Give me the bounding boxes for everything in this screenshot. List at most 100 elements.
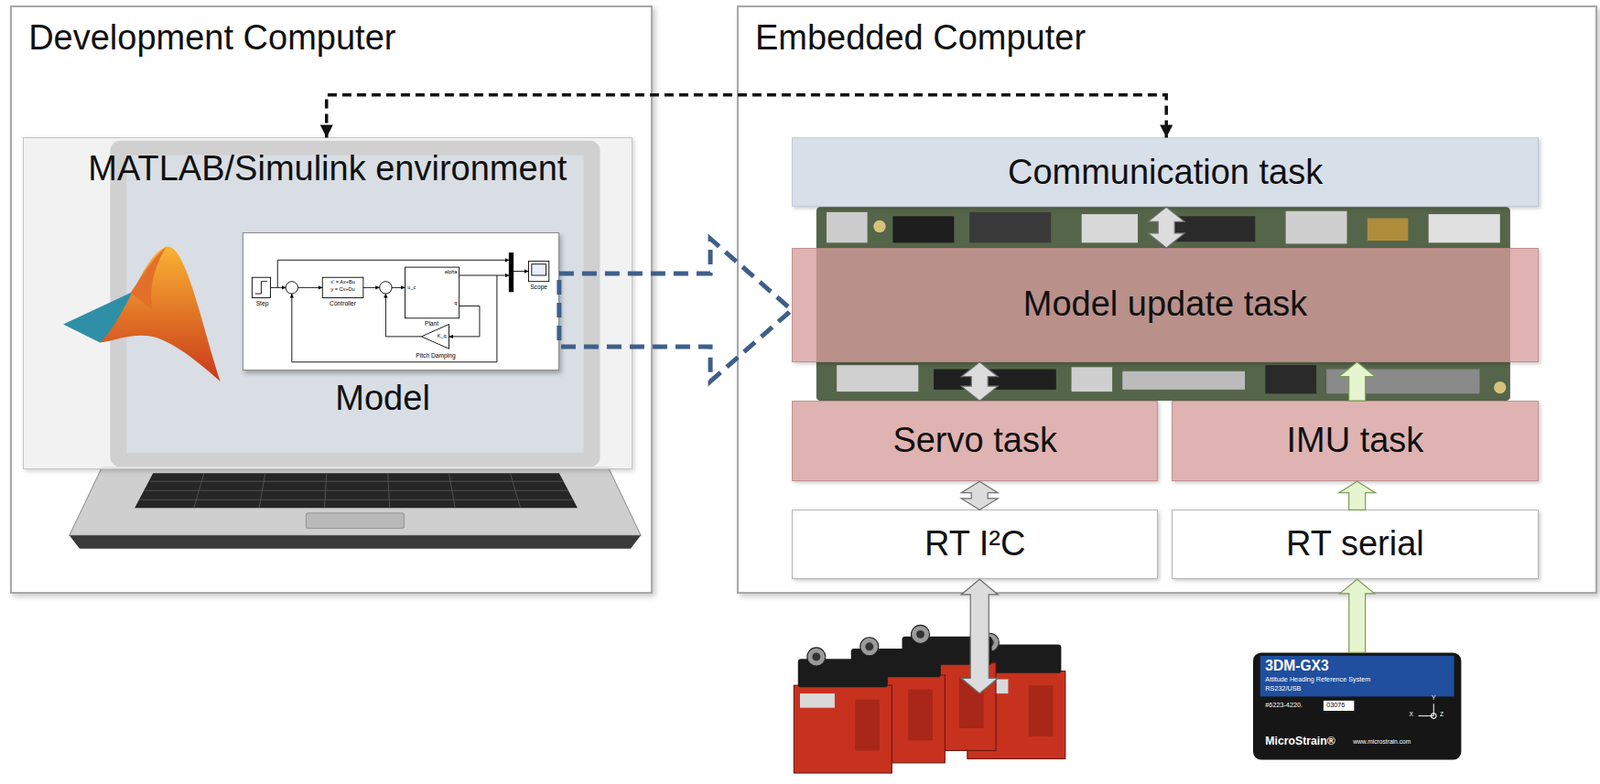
servo-motors-part-part — [854, 700, 880, 752]
servo-motors-part-part — [901, 637, 992, 666]
servo-motors-part-part — [853, 683, 888, 699]
servo-motors-part-part — [959, 677, 984, 729]
label-holder: Pitch Damping — [415, 352, 455, 360]
keyboard-keys-part — [509, 473, 520, 509]
servo-motors-part-part — [916, 630, 925, 639]
label-holder: #6223-4220. — [1264, 702, 1303, 710]
keyboard-keys-part — [140, 499, 574, 501]
servo-motors-part-part — [904, 671, 940, 687]
label-holder: RS232/USB — [1264, 685, 1301, 693]
servo-motors-part — [897, 625, 996, 751]
model-box: Model — [242, 232, 560, 370]
servo-motors-part — [846, 637, 945, 764]
pcb-components-part — [892, 216, 954, 243]
servo-motors-part-part — [971, 645, 1061, 674]
servo-motors-part-part — [973, 679, 1009, 694]
simulink-diagram-part — [255, 281, 268, 294]
servo-motors-part-part — [807, 648, 826, 667]
simulink-diagram-part — [405, 267, 460, 319]
simulink-diagram-part — [379, 281, 392, 294]
gain-symbol: K_q — [437, 333, 447, 339]
port-name: q — [454, 300, 457, 306]
imu-device-part — [1260, 656, 1455, 698]
keyboard-keys-part — [388, 473, 390, 509]
keyboard-keys-part — [259, 473, 266, 509]
axis-label: Z — [1439, 711, 1444, 719]
label-holder: 03076 — [1326, 702, 1345, 710]
simulink-diagram-part — [291, 275, 498, 363]
block-label: Step — [256, 300, 270, 308]
block-label: Controller — [329, 300, 357, 308]
imu-device — [1253, 652, 1461, 760]
bus-arrow — [961, 579, 998, 694]
simulink-diagram-part — [285, 281, 298, 294]
matlab-logo — [63, 247, 221, 382]
pcb-components-part — [873, 220, 886, 233]
keyboard-keys-part — [150, 481, 563, 483]
simulink-diagram-part — [459, 274, 510, 276]
simulink-diagram — [251, 252, 549, 362]
laptop-lip — [69, 535, 641, 549]
axis-label: Y — [1431, 694, 1436, 703]
label-holder: X — [1409, 711, 1414, 719]
foreground-illustration-part — [63, 247, 1461, 774]
dashed-connector — [326, 95, 1167, 139]
driver-box: RT I²C — [791, 509, 1158, 580]
driver-box: RT serial — [1171, 509, 1539, 580]
block-equation: x' = Ax+Bu — [330, 279, 355, 285]
servo-motors-part — [967, 633, 1066, 759]
computer-panel: Development ComputerMATLAB/Simulink envi… — [10, 5, 653, 595]
pcb-components-part — [1122, 371, 1245, 390]
label-holder: www.microstrain.com — [1352, 738, 1411, 746]
label-holder: MicroStrain® — [1264, 735, 1335, 748]
simulink-diagram-part — [251, 277, 271, 298]
pcb-components-part — [826, 212, 868, 243]
web-address: www.microstrain.com — [1352, 738, 1411, 746]
keyboard-keys-part — [449, 473, 456, 509]
label-holder: Plant — [424, 320, 439, 328]
pcb-components-part — [1286, 211, 1348, 245]
label-holder: u_c — [407, 284, 416, 291]
keyboard-keys-part — [144, 490, 569, 492]
servo-motors-part-part — [860, 637, 879, 657]
matlab-logo-part — [63, 292, 153, 344]
label-holder: Z — [1439, 711, 1444, 719]
simulink-diagram-part — [508, 252, 513, 292]
servo-motors-part — [793, 648, 892, 774]
pcb-components-part — [1493, 381, 1506, 394]
pcb-components-part — [1081, 214, 1138, 243]
laptop-deck — [69, 467, 641, 537]
label-holder: Controller — [329, 300, 357, 308]
block-arrow — [1339, 481, 1376, 510]
pcb-components-part — [1163, 216, 1255, 242]
task-box: Communication task — [791, 137, 1539, 207]
label-holder: Step — [256, 300, 270, 308]
simulink-diagram-part — [513, 270, 530, 272]
label-holder: q — [454, 300, 457, 306]
servo-motors-part-part — [864, 642, 874, 651]
deploy-arrow — [559, 238, 792, 382]
pcb-components-part — [1367, 218, 1409, 242]
serial-arrow — [1340, 579, 1375, 653]
serial-number: 03076 — [1326, 702, 1345, 710]
part-number: #6223-4220. — [1264, 702, 1303, 710]
servo-motors-part-part — [846, 675, 945, 764]
simulink-diagram-part — [385, 293, 422, 337]
servo-motors-part-part — [1028, 685, 1054, 737]
panel-title: Embedded Computer — [755, 18, 1086, 59]
matlab-logo-part — [99, 247, 221, 382]
box-label: Model update task — [1023, 284, 1309, 325]
servo-motors-part-part — [851, 648, 941, 678]
port-name: alpha — [444, 269, 458, 275]
laptop-touchpad — [305, 513, 404, 530]
imu-device-part-part — [1431, 713, 1438, 720]
servo-motors — [793, 625, 1066, 774]
task-box: Model update task — [791, 248, 1539, 363]
box-label: IMU task — [1286, 421, 1424, 462]
brand-name: MicroStrain® — [1264, 735, 1335, 748]
device-model: 3DM-GX3 — [1264, 658, 1329, 675]
pcb-components-part — [1428, 214, 1501, 243]
label-holder: alpha — [444, 269, 458, 275]
box-label: MATLAB/Simulink environment — [87, 149, 567, 190]
